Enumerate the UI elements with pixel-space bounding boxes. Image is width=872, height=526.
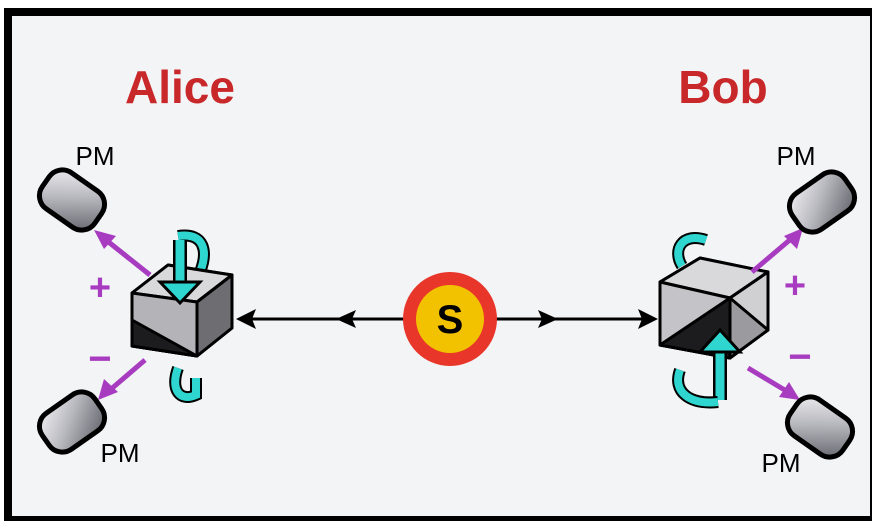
alice-detector-bottom-label: PM <box>101 438 140 468</box>
alice-detector-top-label: PM <box>76 141 115 171</box>
beam-right-arrowhead <box>638 309 658 329</box>
alice-polarizer-cube <box>130 263 234 358</box>
alice-plus-label: + <box>89 267 111 309</box>
beam-left-arrowhead <box>236 309 256 329</box>
alice-detector-top <box>36 167 108 233</box>
bob-polarizer-cube <box>658 256 770 360</box>
alice-plus-arrow <box>94 230 152 277</box>
beam-right-mid-arrow <box>538 310 558 328</box>
bob-detector-top-label: PM <box>777 141 816 171</box>
bob-detector-top <box>786 169 858 235</box>
alice-rotation-arrow <box>156 240 204 403</box>
alice-name: Alice <box>125 61 235 113</box>
source: S <box>403 272 497 366</box>
bob-name: Bob <box>678 61 767 113</box>
bob-rotation-arrow <box>672 327 744 409</box>
bob-plus-arrow <box>750 228 803 274</box>
alice-detector-bottom <box>36 389 108 455</box>
bob-detector-bottom-label: PM <box>762 448 801 478</box>
source-label: S <box>437 298 464 342</box>
bob-detector-bottom <box>784 394 856 460</box>
bob-minus-label: − <box>788 335 811 379</box>
alice-minus-arrow <box>98 358 147 400</box>
beam-left-mid-arrow <box>336 310 356 328</box>
bob-plus-label: + <box>784 265 806 307</box>
alice-minus-label: − <box>88 337 111 381</box>
bob-minus-arrow <box>746 365 800 400</box>
